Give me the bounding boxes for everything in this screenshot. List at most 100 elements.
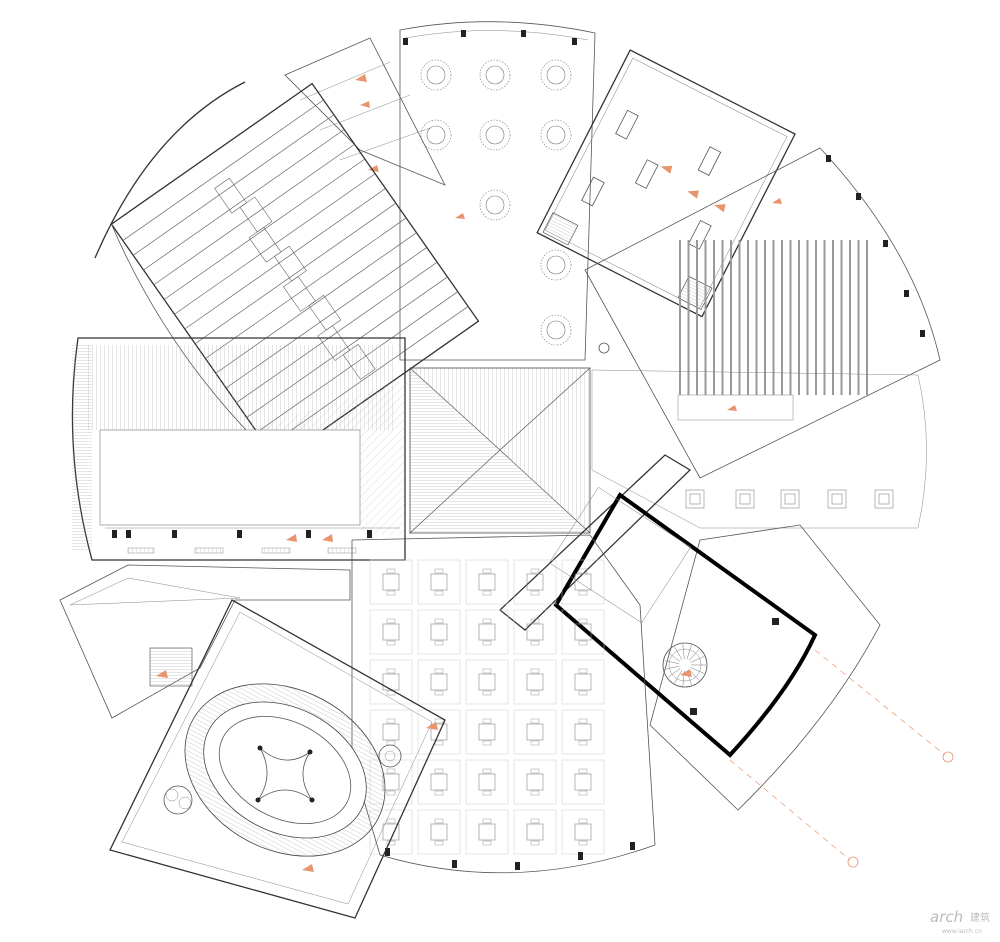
dining-cell [561, 609, 605, 655]
gallery-box [536, 49, 796, 318]
roof-stripe [143, 129, 345, 271]
pergola-wing [584, 147, 941, 479]
dining-chair [530, 768, 540, 774]
dining-cell [513, 759, 557, 805]
dining-chair [482, 590, 492, 596]
dining-chair [386, 568, 396, 574]
watermark-url: www.iarch.cn [942, 928, 982, 935]
dining-chair [434, 718, 444, 724]
dining-chair [578, 690, 588, 696]
planter [540, 119, 572, 151]
dining-table [430, 823, 448, 841]
planter-core [485, 125, 505, 145]
dining-table [478, 773, 496, 791]
planter-core [546, 125, 566, 145]
bleacher-hall [71, 337, 406, 561]
dining-table [574, 673, 592, 691]
dining-chair [482, 618, 492, 624]
planter [420, 59, 452, 91]
roof-stripe [194, 202, 397, 345]
planter [479, 59, 511, 91]
dining-chair [434, 740, 444, 746]
dining-cell [513, 559, 557, 605]
planter [479, 119, 511, 151]
watermark-logo: arch 建筑 www.iarch.cn [928, 902, 992, 936]
dining-grid [369, 559, 605, 855]
dining-chair [482, 668, 492, 674]
roof-skylight [283, 276, 316, 312]
dining-chair [386, 590, 396, 596]
dining-chair [482, 690, 492, 696]
dining-table [430, 573, 448, 591]
stair-tread [688, 669, 700, 681]
dining-chair [434, 818, 444, 824]
dining-people [385, 842, 635, 870]
dining-cell [561, 759, 605, 805]
dining-chair [386, 740, 396, 746]
dining-cell [465, 559, 509, 605]
roof-skylight [274, 245, 307, 282]
dining-chair [578, 768, 588, 774]
dining-table [574, 723, 592, 741]
stair-tread [674, 670, 683, 684]
dining-chair [386, 640, 396, 646]
planter-core [485, 65, 505, 85]
dining-chair [578, 568, 588, 574]
dining-chair [578, 740, 588, 746]
dining-cell [417, 559, 461, 605]
round-planters [420, 59, 572, 346]
roof-skylight [239, 196, 273, 233]
dining-cell [417, 609, 461, 655]
deck-table-top [878, 493, 890, 505]
dining-chair [530, 668, 540, 674]
dining-table [478, 723, 496, 741]
roof-stripe [163, 158, 366, 300]
central-hall [409, 367, 591, 534]
dining-chair [530, 690, 540, 696]
dining-table [526, 723, 544, 741]
stair-tread [664, 660, 680, 664]
dining-chair [578, 718, 588, 724]
planter [479, 189, 511, 221]
dining-cell [417, 659, 461, 705]
planter [420, 119, 452, 151]
dining-hall [351, 534, 656, 874]
dining-chair [530, 590, 540, 596]
dining-chair [482, 840, 492, 846]
roof-skylight [214, 177, 247, 214]
dining-chair [578, 668, 588, 674]
tables-deck [591, 369, 927, 529]
dining-chair [578, 640, 588, 646]
watermark-cn-text: 建筑 [970, 911, 990, 924]
stair-tread [690, 656, 705, 663]
dining-cell [417, 709, 461, 755]
stair-tread [690, 667, 705, 674]
dining-cell [417, 759, 461, 805]
dining-chair [578, 840, 588, 846]
dining-table [430, 673, 448, 691]
dining-table [526, 673, 544, 691]
dining-chair [434, 668, 444, 674]
dining-table [526, 573, 544, 591]
dining-chair [386, 840, 396, 846]
deck-table [780, 489, 800, 509]
stair-tread [667, 668, 681, 678]
deck-table-top [689, 493, 701, 505]
dining-chair [482, 768, 492, 774]
deck-table [685, 489, 705, 509]
dining-chair [434, 640, 444, 646]
dining-cell [465, 609, 509, 655]
dining-table [526, 623, 544, 641]
roof-stripe [153, 143, 355, 286]
dining-cell [417, 809, 461, 855]
deck-table [735, 489, 755, 509]
dining-cell [561, 559, 605, 605]
dining-chair [434, 768, 444, 774]
top-people [403, 30, 577, 45]
dining-chair [578, 818, 588, 824]
archcn-logo-icon: arch 建筑 www.iarch.cn [930, 908, 990, 935]
stair-tread [667, 652, 681, 662]
planter-core [426, 125, 446, 145]
planter [540, 59, 572, 91]
